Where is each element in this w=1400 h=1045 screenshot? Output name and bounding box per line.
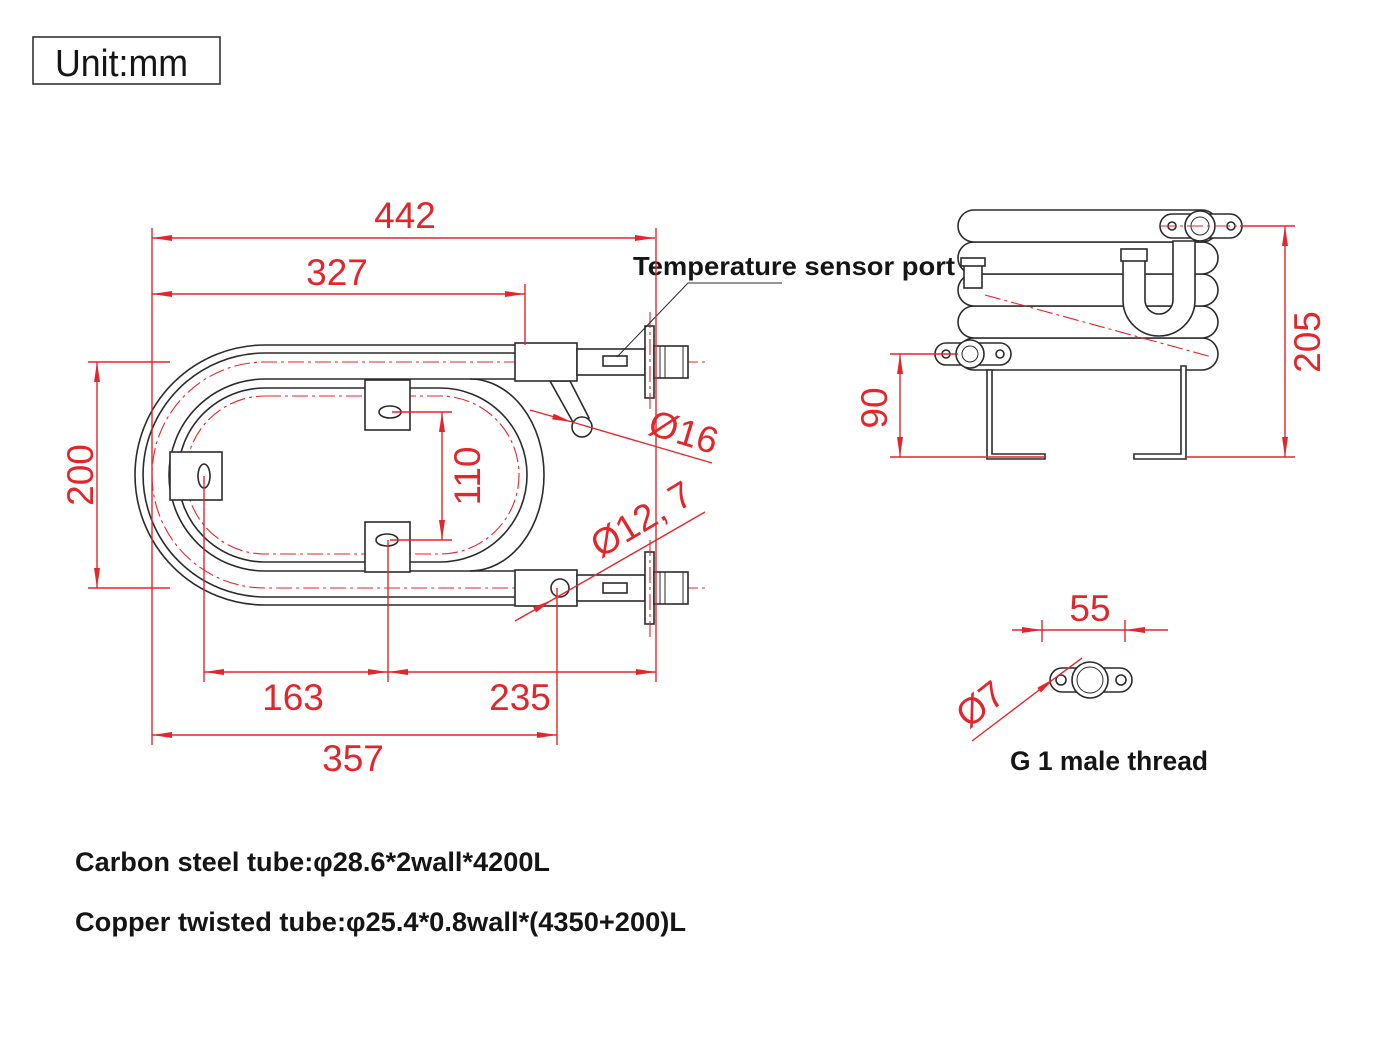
hole-diameter-leader-tail (551, 511, 706, 601)
dimension-label-163: 163 (262, 677, 324, 718)
side-top-fitting (1159, 210, 1245, 242)
left-leg (986, 369, 1046, 460)
bracket-left (169, 451, 223, 501)
flange-hole-label: Ø7 (948, 673, 1012, 736)
flange-detail: 55 Ø7 G 1 male thread (948, 588, 1208, 776)
coil-right-bend (469, 378, 545, 572)
top-fitting (514, 312, 689, 438)
dimension-label-110: 110 (447, 447, 488, 506)
thread-label: G 1 male thread (1010, 746, 1208, 776)
flange-bore-inner (1076, 666, 1104, 694)
fitting-circle (955, 339, 985, 369)
tube-outer-edge (134, 344, 515, 606)
top-coupling (514, 342, 578, 382)
tube-second-edge (142, 352, 515, 598)
dimension-label-235: 235 (489, 677, 551, 718)
sensor-port-leader (616, 282, 782, 358)
top-view-dimensions: 442 327 200 110 163 235 357 Ø16 Ø12, 7 (60, 195, 723, 779)
dimension-label-55: 55 (1069, 588, 1110, 629)
flange-hole (995, 349, 1005, 359)
bracket-top (364, 379, 411, 431)
sensor-stub-cap (960, 257, 986, 267)
dimension-label-90: 90 (854, 387, 895, 428)
bottom-fitting-slot (602, 582, 628, 594)
mounting-brackets (169, 379, 411, 573)
port-diameter-leader-tail (571, 421, 713, 464)
hole-diameter-label: Ø12, 7 (583, 473, 699, 565)
dimension-label-200: 200 (60, 444, 101, 506)
port-diameter-leader (529, 409, 573, 423)
carbon-tube-spec: Carbon steel tube:φ28.6*2wall*4200L (75, 847, 550, 877)
sensor-port-label: Temperature sensor port (633, 251, 955, 281)
right-leg (1133, 365, 1187, 460)
u-bend-tube (1122, 240, 1196, 337)
side-view (934, 209, 1245, 460)
flange-hole-leader-tail (1054, 657, 1083, 679)
unit-box-frame (32, 36, 221, 85)
top-fitting-slot (602, 355, 628, 367)
spec-notes: Carbon steel tube:φ28.6*2wall*4200L Copp… (75, 847, 686, 937)
inner-coil-centerline (185, 395, 520, 555)
dimension-label-327: 327 (306, 252, 368, 293)
top-view: Temperature sensor port (134, 251, 955, 638)
coil-tube (134, 344, 545, 606)
flange-hole (1115, 674, 1127, 686)
unit-label: Unit:mm (55, 43, 188, 85)
u-bend-cap (1120, 248, 1148, 262)
hole-diameter-leader (514, 599, 553, 622)
flange-hole-leader (971, 677, 1056, 742)
dimension-label-442: 442 (374, 195, 436, 236)
copper-tube-spec: Copper twisted tube:φ25.4*0.8wall*(4350+… (75, 907, 686, 937)
side-view-dimensions: 205 90 (854, 225, 1328, 458)
dimension-label-205: 205 (1287, 311, 1328, 373)
coil-centerline (984, 294, 1213, 358)
coil-inner-loop (177, 387, 528, 563)
flange-hole (1055, 674, 1067, 686)
coupling-hole (550, 578, 570, 598)
sensor-port-end (571, 416, 593, 438)
fitting-bore (961, 345, 979, 363)
unit-box: Unit:mm (32, 36, 221, 85)
dimension-label-357: 357 (322, 738, 384, 779)
tube-inner-edge (168, 378, 515, 572)
coil-layers (957, 209, 1219, 371)
